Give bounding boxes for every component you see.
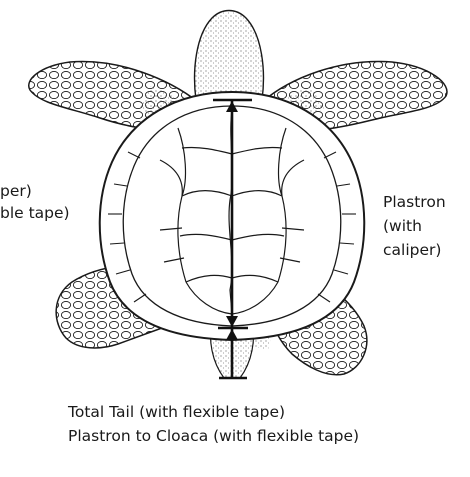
- left-label-line2: ble tape): [0, 203, 70, 223]
- left-label-line1: per): [0, 181, 32, 201]
- turtle-head: [195, 11, 264, 101]
- plastron-label: Plastron: [383, 192, 446, 212]
- total-tail-label: Total Tail (with flexible tape): [68, 402, 285, 422]
- plastron-label-with: (with: [383, 216, 422, 236]
- plastron-to-cloaca-label: Plastron to Cloaca (with flexible tape): [68, 426, 359, 446]
- plastron-label-caliper: caliper): [383, 240, 441, 260]
